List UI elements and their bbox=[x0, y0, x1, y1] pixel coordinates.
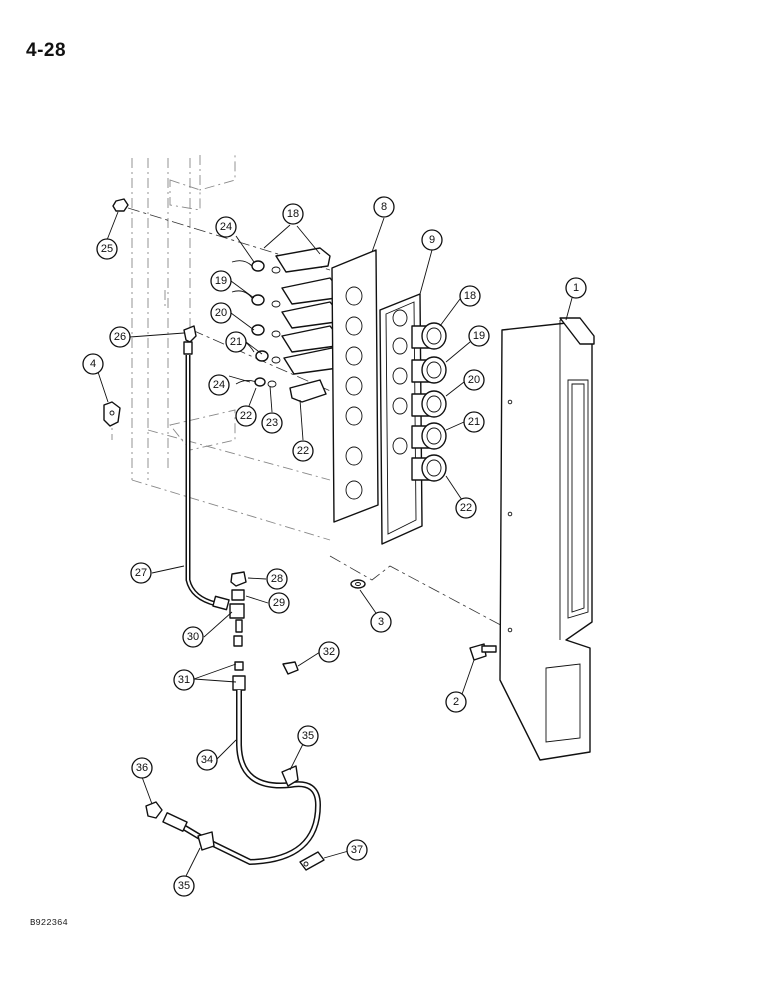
svg-text:23: 23 bbox=[266, 417, 278, 429]
callout-35-upper: 35 bbox=[297, 725, 319, 747]
svg-text:25: 25 bbox=[101, 243, 113, 255]
callout-20-coupler: 20 bbox=[463, 369, 485, 391]
coupler-20 bbox=[411, 390, 447, 418]
callout-29: 29 bbox=[268, 592, 290, 614]
svg-text:21: 21 bbox=[468, 416, 480, 428]
callout-24-upper: 24 bbox=[215, 216, 237, 238]
callout-1: 1 bbox=[565, 277, 587, 299]
fitting-stack bbox=[229, 571, 247, 691]
svg-text:32: 32 bbox=[323, 646, 335, 658]
svg-text:26: 26 bbox=[114, 331, 126, 343]
callout-27: 27 bbox=[130, 562, 152, 584]
svg-text:35: 35 bbox=[178, 880, 190, 892]
svg-text:19: 19 bbox=[215, 275, 227, 287]
svg-text:21: 21 bbox=[230, 336, 242, 348]
svg-text:22: 22 bbox=[460, 502, 472, 514]
reference-lines bbox=[127, 207, 511, 631]
svg-text:18: 18 bbox=[287, 208, 299, 220]
svg-text:31: 31 bbox=[178, 674, 190, 686]
svg-text:35: 35 bbox=[302, 730, 314, 742]
washer-part-3 bbox=[350, 579, 366, 589]
callout-26: 26 bbox=[109, 326, 131, 348]
svg-text:4: 4 bbox=[90, 358, 96, 370]
svg-text:22: 22 bbox=[240, 410, 252, 422]
svg-text:22: 22 bbox=[297, 445, 309, 457]
svg-text:24: 24 bbox=[220, 221, 232, 233]
callout-19-coupler: 19 bbox=[468, 325, 490, 347]
plate-part-8 bbox=[331, 249, 379, 523]
callout-23: 23 bbox=[261, 412, 283, 434]
callouts: 25 24 18 19 20 21 24 22 23 22 8 9 18 19 … bbox=[82, 196, 587, 897]
svg-text:20: 20 bbox=[215, 307, 227, 319]
cover-part-1 bbox=[499, 317, 595, 761]
hose-part-27 bbox=[185, 355, 230, 611]
svg-text:24: 24 bbox=[213, 379, 225, 391]
coupler-19 bbox=[411, 356, 447, 384]
clamp-part-35-lower bbox=[197, 831, 215, 851]
callout-19-left: 19 bbox=[210, 270, 232, 292]
callout-22-clamp: 22 bbox=[292, 440, 314, 462]
callout-36: 36 bbox=[131, 757, 153, 779]
coupler-22 bbox=[411, 454, 447, 482]
leader-lines bbox=[97, 211, 573, 877]
callout-31: 31 bbox=[173, 669, 195, 691]
svg-text:29: 29 bbox=[273, 597, 285, 609]
mounting-brackets bbox=[275, 247, 341, 403]
svg-text:9: 9 bbox=[429, 234, 435, 246]
callout-20-left: 20 bbox=[210, 302, 232, 324]
hose-part-34 bbox=[162, 690, 322, 866]
callout-21-left: 21 bbox=[225, 331, 247, 353]
svg-text:28: 28 bbox=[271, 573, 283, 585]
callout-22-coupler: 22 bbox=[455, 497, 477, 519]
callout-2: 2 bbox=[445, 691, 467, 713]
svg-text:3: 3 bbox=[378, 616, 384, 628]
svg-text:34: 34 bbox=[201, 754, 213, 766]
bolt-part-2 bbox=[469, 643, 497, 661]
washer-part-32 bbox=[282, 661, 299, 675]
callout-35-lower: 35 bbox=[173, 875, 195, 897]
svg-text:27: 27 bbox=[135, 567, 147, 579]
callout-4: 4 bbox=[82, 353, 104, 375]
clip-part-4 bbox=[103, 401, 121, 427]
svg-text:30: 30 bbox=[187, 631, 199, 643]
callout-18-bracket: 18 bbox=[282, 203, 304, 225]
svg-text:19: 19 bbox=[473, 330, 485, 342]
callout-18-coupler: 18 bbox=[459, 285, 481, 307]
tag-part-37 bbox=[299, 851, 325, 871]
svg-text:2: 2 bbox=[453, 696, 459, 708]
elbow-part-36 bbox=[145, 801, 163, 819]
page-number: 4-28 bbox=[26, 40, 67, 61]
coupler-21 bbox=[411, 422, 447, 450]
callout-37: 37 bbox=[346, 839, 368, 861]
callout-22-left: 22 bbox=[235, 405, 257, 427]
callout-24-lower: 24 bbox=[208, 374, 230, 396]
callout-30: 30 bbox=[182, 626, 204, 648]
callout-8: 8 bbox=[373, 196, 395, 218]
callout-34: 34 bbox=[196, 749, 218, 771]
svg-text:36: 36 bbox=[136, 762, 148, 774]
svg-text:8: 8 bbox=[381, 201, 387, 213]
callout-25: 25 bbox=[96, 238, 118, 260]
callout-9: 9 bbox=[421, 229, 443, 251]
svg-text:1: 1 bbox=[573, 282, 579, 294]
couplers bbox=[411, 322, 447, 482]
svg-text:20: 20 bbox=[468, 374, 480, 386]
callout-21-coupler: 21 bbox=[463, 411, 485, 433]
svg-text:37: 37 bbox=[351, 844, 363, 856]
coupler-18 bbox=[411, 322, 447, 350]
elbow-fitting-26 bbox=[183, 325, 197, 355]
svg-text:18: 18 bbox=[464, 290, 476, 302]
figure-code: B922364 bbox=[30, 918, 68, 928]
callout-3: 3 bbox=[370, 611, 392, 633]
callout-32: 32 bbox=[318, 641, 340, 663]
nut-part-25 bbox=[112, 198, 129, 212]
small-fittings bbox=[231, 260, 281, 388]
gasket-part-9 bbox=[379, 293, 423, 545]
callout-28: 28 bbox=[266, 568, 288, 590]
